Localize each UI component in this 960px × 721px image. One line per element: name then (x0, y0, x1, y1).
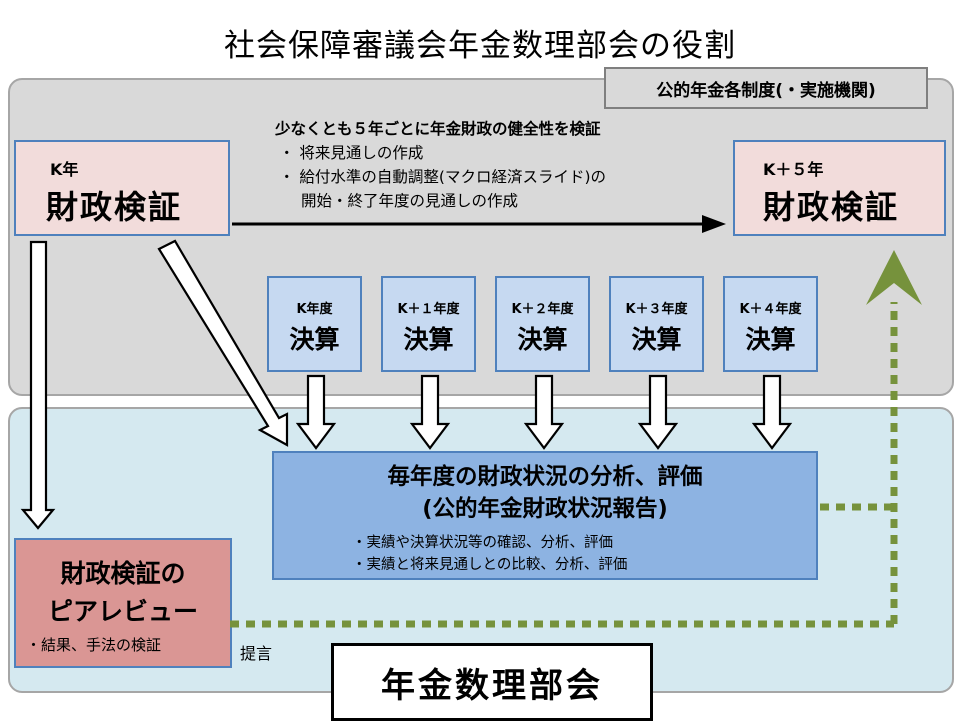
settlement-to-analysis-arrow (295, 374, 337, 450)
verification-k-label: 財政検証 (46, 188, 183, 226)
settlement-to-analysis-arrow (751, 374, 793, 450)
actuarial-subcommittee-label: 年金数理部会 (331, 643, 653, 721)
settlement-label: 決算 (289, 325, 340, 354)
analysis-item: ・実績や決算状況等の確認、分析、評価 (352, 535, 613, 551)
settlement-year: K＋２年度 (511, 302, 574, 317)
verification-k5-year: K＋５年 (763, 160, 824, 179)
verification-cycle-arrow (232, 215, 726, 233)
peer-review-title-line1: 財政検証の (60, 559, 186, 588)
analysis-subtitle: (公的年金財政状況報告) (422, 496, 668, 522)
analysis-item: ・実績と将来見通しとの比較、分析、評価 (352, 557, 628, 573)
settlement-label: 決算 (631, 325, 682, 354)
verification-k5-label: 財政検証 (763, 188, 900, 226)
settlement-year: K＋１年度 (397, 302, 460, 317)
feedback-dotted-arrow (230, 302, 898, 628)
settlement-to-analysis-arrow (409, 374, 451, 450)
settlement-to-analysis-arrow (637, 374, 679, 450)
feedback-arrow-head (866, 250, 922, 305)
peer-review-title-line2: ピアレビュー (47, 597, 198, 626)
settlement-box: K＋１年度 決算 (381, 276, 476, 372)
diagram-title: 社会保障審議会年金数理部会の役割 (224, 28, 736, 64)
peer-review-box: 財政検証の ピアレビュー ・結果、手法の検証 (14, 538, 232, 668)
settlement-box: K＋２年度 決算 (495, 276, 590, 372)
verification-k-year: K年 (50, 160, 79, 179)
settlement-box: K＋４年度 決算 (723, 276, 818, 372)
settlement-label: 決算 (403, 325, 454, 354)
financial-verification-k-box: K年 財政検証 (14, 140, 230, 236)
settlement-to-analysis-arrow (523, 374, 565, 450)
verification-item: 開始・終了年度の見通しの作成 (301, 192, 519, 210)
settlement-label: 決算 (745, 325, 796, 354)
settlement-year: K年度 (296, 302, 333, 317)
settlement-box: K年度 決算 (267, 276, 362, 372)
proposal-label: 提言 (240, 644, 273, 663)
peer-review-item: ・結果、手法の検証 (26, 636, 162, 654)
settlement-box: K＋３年度 決算 (609, 276, 704, 372)
analysis-title: 毎年度の財政状況の分析、評価 (387, 464, 703, 490)
settlement-year: K＋３年度 (625, 302, 688, 317)
verification-to-analysis-arrow (157, 239, 289, 447)
settlement-label: 決算 (517, 325, 568, 354)
verification-description: 少なくとも５年ごとに年金財政の健全性を検証 ・ 将来見通しの作成 ・ 給付水準の… (275, 117, 715, 213)
financial-verification-k5-box: K＋５年 財政検証 (733, 140, 946, 236)
public-pension-systems-label: 公的年金各制度(・実施機関) (604, 67, 928, 109)
settlement-year: K＋４年度 (739, 302, 802, 317)
verification-to-peer-review-arrow (20, 240, 56, 530)
verification-heading: 少なくとも５年ごとに年金財政の健全性を検証 (275, 120, 601, 138)
verification-item: ・ 将来見通しの作成 (279, 144, 424, 162)
annual-analysis-box: 毎年度の財政状況の分析、評価 (公的年金財政状況報告) ・実績や決算状況等の確認… (272, 451, 818, 580)
verification-item: ・ 給付水準の自動調整(マクロ経済スライド)の (279, 168, 607, 186)
